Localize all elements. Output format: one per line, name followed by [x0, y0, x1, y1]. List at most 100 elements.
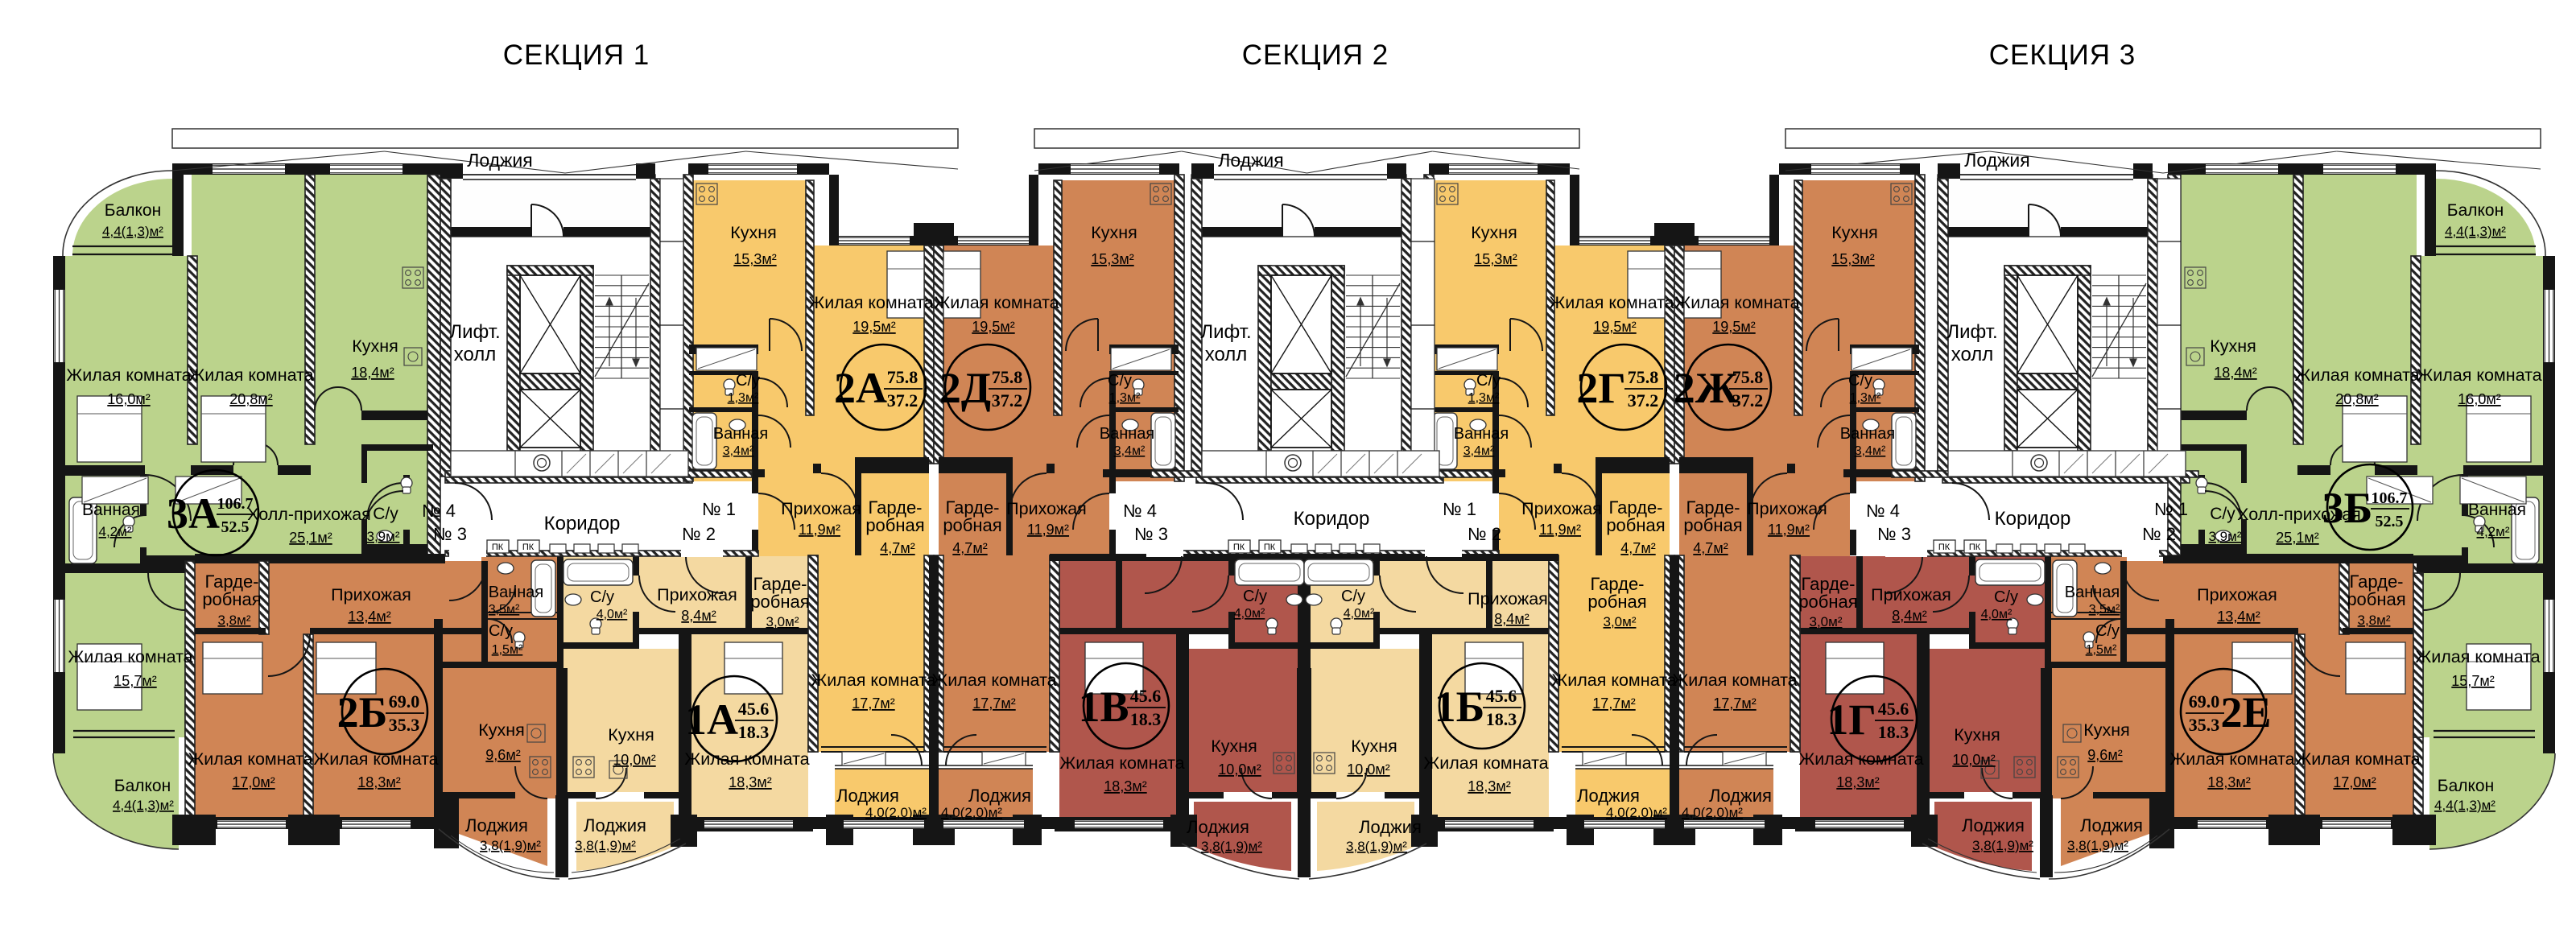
svg-text:СЕКЦИЯ 3: СЕКЦИЯ 3: [1989, 39, 2136, 71]
svg-text:9,6м²: 9,6м²: [2087, 747, 2122, 763]
svg-text:Лоджия: Лоджия: [1577, 786, 1640, 806]
svg-text:холл: холл: [1951, 344, 1994, 365]
svg-text:Гарде-: Гарде-: [945, 497, 999, 518]
svg-text:Ванная: Ванная: [1840, 425, 1896, 443]
svg-text:Гарде-: Гарде-: [1608, 497, 1662, 518]
svg-text:2Г: 2Г: [1576, 364, 1625, 412]
svg-text:18.3: 18.3: [1878, 722, 1909, 742]
svg-text:Гарде-: Гарде-: [2349, 571, 2403, 592]
svg-text:18,4м²: 18,4м²: [2214, 365, 2256, 381]
svg-text:37.2: 37.2: [887, 390, 919, 411]
svg-text:Жилая комната: Жилая комната: [1059, 753, 1184, 773]
svg-text:робная: робная: [2347, 589, 2405, 609]
svg-text:3,5м²: 3,5м²: [2089, 603, 2120, 617]
svg-text:Коридор: Коридор: [544, 513, 621, 534]
svg-text:С/у: С/у: [373, 505, 398, 523]
svg-text:20,8м²: 20,8м²: [2335, 391, 2378, 407]
svg-text:Гарде-: Гарде-: [204, 571, 258, 592]
svg-text:Жилая комната: Жилая комната: [66, 365, 191, 385]
svg-text:35.3: 35.3: [2189, 715, 2220, 735]
svg-text:17,7м²: 17,7м²: [972, 695, 1015, 712]
svg-text:4,2м²: 4,2м²: [99, 524, 132, 539]
svg-text:4,0(2,0)м²: 4,0(2,0)м²: [1682, 805, 1743, 820]
svg-text:робная: робная: [202, 589, 261, 609]
svg-text:Ванная: Ванная: [1100, 425, 1155, 443]
svg-text:Коридор: Коридор: [1294, 508, 1370, 530]
svg-text:3,5м²: 3,5м²: [489, 603, 520, 617]
svg-text:Кухня: Кухня: [1471, 223, 1517, 242]
svg-text:ПК: ПК: [522, 543, 535, 552]
svg-text:15,3м²: 15,3м²: [1091, 251, 1133, 267]
svg-text:1Г: 1Г: [1827, 695, 1876, 744]
svg-text:11,9м²: 11,9м²: [1768, 522, 1810, 538]
svg-text:17,7м²: 17,7м²: [1713, 695, 1756, 712]
svg-text:Прихожая: Прихожая: [1871, 585, 1951, 604]
svg-text:Прихожая: Прихожая: [781, 499, 861, 518]
svg-text:Балкон: Балкон: [114, 777, 171, 795]
svg-text:15,7м²: 15,7м²: [114, 673, 156, 689]
svg-text:№ 1: № 1: [702, 499, 736, 519]
svg-text:С/у: С/у: [736, 372, 760, 390]
svg-text:15,3м²: 15,3м²: [1474, 251, 1517, 267]
svg-text:Жилая комната: Жилая комната: [2295, 749, 2420, 769]
svg-text:ПК: ПК: [1938, 543, 1951, 552]
svg-text:Жилая комната: Жилая комната: [1551, 670, 1676, 690]
svg-text:Ванная: Ванная: [82, 501, 140, 519]
svg-text:4,4(1,3)м²: 4,4(1,3)м²: [113, 798, 174, 813]
svg-text:3,8(1,9)м²: 3,8(1,9)м²: [575, 838, 636, 853]
svg-text:Гарде-: Гарде-: [753, 574, 807, 594]
svg-text:4,7м²: 4,7м²: [1693, 540, 1728, 556]
svg-text:Кухня: Кухня: [478, 720, 525, 740]
svg-text:№ 4: № 4: [422, 501, 456, 521]
svg-text:Жилая комната: Жилая комната: [188, 365, 313, 385]
svg-text:2Е: 2Е: [2220, 688, 2271, 737]
svg-text:Лоджия: Лоджия: [836, 786, 899, 806]
svg-text:4,2м²: 4,2м²: [2477, 524, 2510, 539]
svg-text:11,9м²: 11,9м²: [1027, 522, 1069, 538]
svg-text:75.8: 75.8: [887, 367, 919, 387]
svg-text:Лоджия: Лоджия: [467, 150, 533, 171]
svg-text:Прихожая: Прихожая: [331, 585, 411, 604]
svg-text:Ванная: Ванная: [1454, 425, 1509, 443]
svg-text:17,0м²: 17,0м²: [232, 774, 275, 790]
svg-text:Жилая комната: Жилая комната: [1674, 293, 1799, 312]
svg-text:Жилая комната: Жилая комната: [2417, 365, 2541, 385]
svg-text:1В: 1В: [1078, 683, 1129, 731]
svg-text:4,4(1,3)м²: 4,4(1,3)м²: [2445, 224, 2506, 239]
svg-text:37.2: 37.2: [1628, 390, 1659, 411]
svg-text:3,4м²: 3,4м²: [723, 444, 754, 458]
svg-text:робная: робная: [865, 515, 924, 535]
svg-text:С/у: С/у: [1994, 588, 2018, 606]
svg-text:18,3м²: 18,3м²: [729, 774, 771, 790]
svg-text:Жилая комната: Жилая комната: [1672, 670, 1797, 690]
svg-text:№ 3: № 3: [1134, 524, 1168, 544]
svg-text:Лоджия: Лоджия: [1962, 815, 2025, 836]
svg-text:10,0м²: 10,0м²: [1952, 752, 1995, 768]
svg-text:19,5м²: 19,5м²: [1712, 319, 1755, 335]
svg-text:3А: 3А: [167, 489, 220, 538]
svg-text:Лоджия: Лоджия: [968, 786, 1031, 806]
svg-text:Кухня: Кухня: [1831, 223, 1878, 242]
svg-text:Прихожая: Прихожая: [2197, 585, 2277, 604]
svg-text:106.7: 106.7: [2372, 489, 2408, 507]
svg-text:18,3м²: 18,3м²: [1104, 778, 1146, 794]
svg-text:15,3м²: 15,3м²: [733, 251, 776, 267]
svg-text:№ 1: № 1: [2154, 499, 2188, 519]
svg-text:Гарде-: Гарде-: [1590, 574, 1644, 594]
svg-text:4,0м²: 4,0м²: [597, 608, 628, 621]
svg-text:робная: робная: [1798, 592, 1857, 612]
svg-text:Прихожая: Прихожая: [1747, 499, 1827, 518]
svg-text:Кухня: Кухня: [1211, 737, 1257, 756]
svg-text:Лифт.: Лифт.: [449, 321, 500, 343]
svg-text:Кухня: Кухня: [730, 223, 777, 242]
svg-text:С/у: С/у: [590, 588, 614, 606]
svg-text:3,4м²: 3,4м²: [1463, 444, 1495, 458]
svg-text:3,8м²: 3,8м²: [218, 613, 251, 628]
svg-text:17,7м²: 17,7м²: [1592, 695, 1635, 712]
svg-text:3,8(1,9)м²: 3,8(1,9)м²: [1346, 839, 1407, 854]
svg-text:Лоджия: Лоджия: [1709, 786, 1772, 806]
svg-text:С/у: С/у: [2210, 505, 2235, 523]
svg-text:3,9м²: 3,9м²: [2209, 529, 2242, 544]
svg-text:18.3: 18.3: [1130, 709, 1162, 729]
svg-text:3Б: 3Б: [2322, 484, 2373, 532]
